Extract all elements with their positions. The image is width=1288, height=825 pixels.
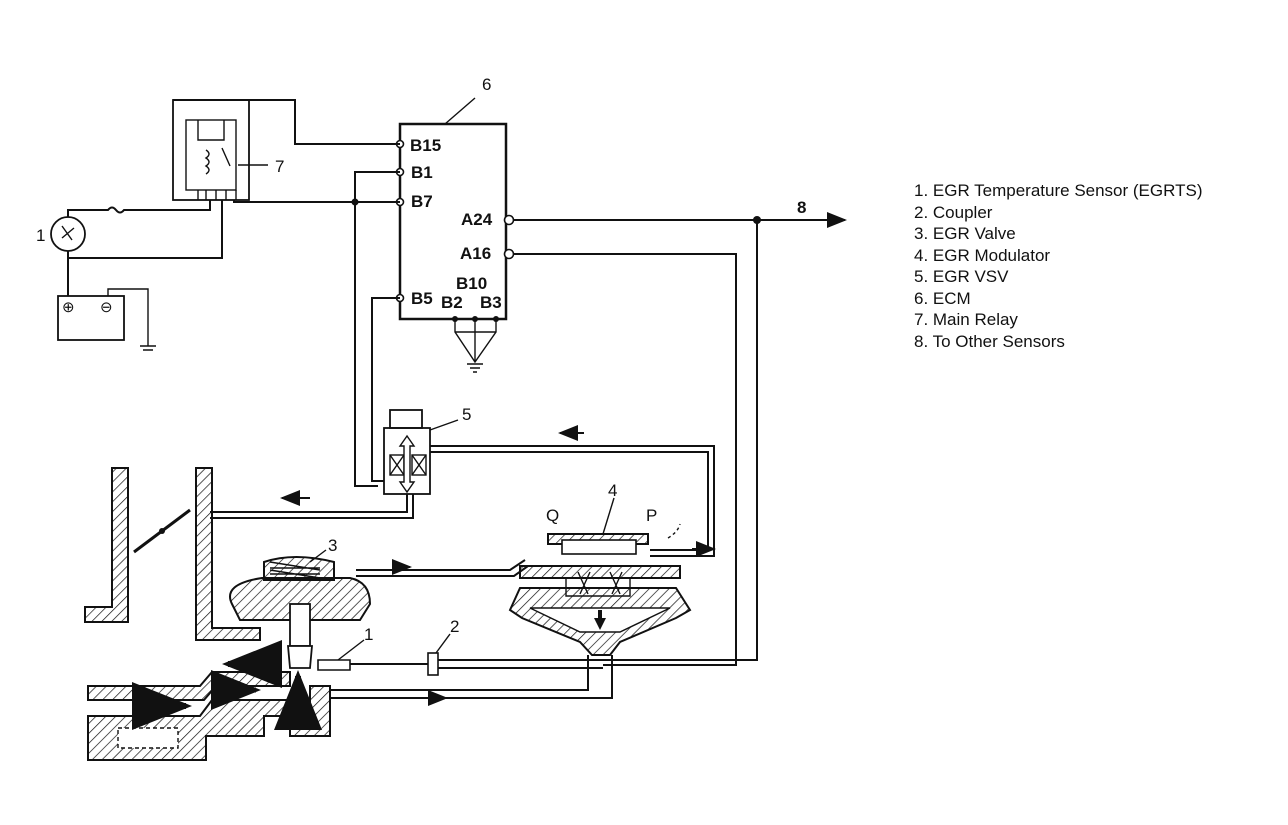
egr-valve: 3 1 xyxy=(229,536,373,671)
port-p: P xyxy=(646,506,657,525)
callout-2: 2 xyxy=(450,617,459,636)
callout-6: 6 xyxy=(482,75,491,94)
egr-modulator: 4 Q P xyxy=(330,481,692,699)
egr-vsv: 5 xyxy=(383,405,471,495)
pin-b1: B1 xyxy=(411,163,433,182)
pin-b7: B7 xyxy=(411,192,433,211)
callout-1-circuit: 1 xyxy=(36,226,45,245)
coupler: 2 xyxy=(350,617,603,676)
power-circuit: 1 ⊕ ⊖ 8 xyxy=(36,99,847,666)
legend-item: 6. ECM xyxy=(914,288,971,308)
battery-positive: ⊕ xyxy=(62,299,75,316)
ecm-unit: 6 B15 B1 B7 A24 A16 B10 B5 B2 B3 xyxy=(395,75,515,373)
legend: 1. EGR Temperature Sensor (EGRTS) 2. Cou… xyxy=(914,180,1202,352)
legend-item: 8. To Other Sensors xyxy=(914,331,1065,351)
callout-7: 7 xyxy=(275,157,284,176)
pin-a24: A24 xyxy=(461,210,493,229)
port-q: Q xyxy=(546,506,559,525)
callout-1-sensor: 1 xyxy=(364,625,373,644)
callout-4: 4 xyxy=(608,481,617,500)
legend-item: 3. EGR Valve xyxy=(914,224,1016,243)
pin-b3: B3 xyxy=(480,293,502,312)
pin-a16: A16 xyxy=(460,244,491,263)
pin-b2: B2 xyxy=(441,293,463,312)
vacuum-hoses xyxy=(210,425,716,577)
pin-b15: B15 xyxy=(410,136,441,155)
callout-8: 8 xyxy=(797,198,806,217)
legend-item: 7. Main Relay xyxy=(914,310,1018,329)
legend-item: 2. Coupler xyxy=(914,202,993,222)
throttle-body xyxy=(84,467,261,641)
main-relay: 7 xyxy=(172,99,284,201)
legend-item: 4. EGR Modulator xyxy=(914,245,1051,265)
callout-3: 3 xyxy=(328,536,337,555)
legend-item: 5. EGR VSV xyxy=(914,267,1009,286)
manifold xyxy=(87,640,448,761)
battery-negative: ⊖ xyxy=(100,299,113,316)
legend-item: 1. EGR Temperature Sensor (EGRTS) xyxy=(914,181,1203,200)
callout-5: 5 xyxy=(462,405,471,424)
pin-b5: B5 xyxy=(411,289,433,308)
pin-b10: B10 xyxy=(456,274,487,293)
